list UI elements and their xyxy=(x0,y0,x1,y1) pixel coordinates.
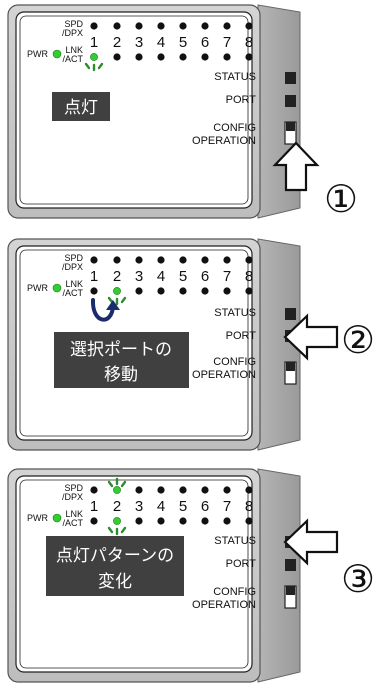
lnk-led-row xyxy=(90,287,253,295)
config-label: CONFIG xyxy=(213,122,256,134)
port-switch[interactable] xyxy=(285,95,296,107)
port-label: PORT xyxy=(226,94,257,106)
port-number: 3 xyxy=(135,34,143,51)
curved-move-arrow-icon xyxy=(90,298,115,322)
lnk-label: LNK xyxy=(65,279,83,289)
spd-label: SPD xyxy=(64,483,83,493)
port-number: 3 xyxy=(135,498,143,515)
callout-text: 点灯 xyxy=(64,98,98,118)
port-number: 2 xyxy=(113,498,121,515)
callout-box xyxy=(52,92,110,121)
pwr-led xyxy=(52,283,62,293)
port-number: 8 xyxy=(245,498,253,515)
callout-box xyxy=(46,536,184,596)
lnk-led-row xyxy=(90,53,253,61)
device-panel-2: SPD /DPX LNK /ACT PWR 1 2 3 4 5 6 7 8 xyxy=(7,238,375,451)
port-number: 7 xyxy=(223,268,231,285)
status-label: STATUS xyxy=(214,71,256,83)
status-label: STATUS xyxy=(214,307,256,319)
callout-text: 点灯パターンの xyxy=(56,546,174,566)
port-number: 1 xyxy=(90,268,98,285)
lnk-label: LNK xyxy=(65,509,83,519)
led-glow-dashes xyxy=(84,62,104,72)
port-number: 5 xyxy=(179,268,187,285)
callout-text: 変化 xyxy=(98,572,132,592)
port-number: 4 xyxy=(157,268,165,285)
status-label: STATUS xyxy=(214,535,256,547)
step-number: ② xyxy=(341,318,375,362)
spd-led-row xyxy=(90,486,253,494)
port-number: 5 xyxy=(179,34,187,51)
spd-label: SPD xyxy=(64,253,83,263)
device-side xyxy=(257,468,301,683)
spd-led-row xyxy=(90,256,253,264)
device-panel-1: SPD /DPX LNK /ACT PWR 1 2 3 4 5 6 7 8 xyxy=(7,4,358,221)
port-number: 4 xyxy=(157,34,165,51)
pwr-label: PWR xyxy=(27,513,48,523)
port-number: 1 xyxy=(90,498,98,515)
act-label: /ACT xyxy=(62,54,83,64)
port-number: 8 xyxy=(245,34,253,51)
step-number: ① xyxy=(324,177,358,221)
up-arrow-icon xyxy=(272,141,320,192)
port-number: 7 xyxy=(223,498,231,515)
operation-label: OPERATION xyxy=(192,135,256,147)
config-label: CONFIG xyxy=(213,356,256,368)
callout-text: 選択ポートの xyxy=(70,340,172,360)
port-number: 1 xyxy=(90,34,98,51)
pwr-led xyxy=(52,513,62,523)
port-number: 6 xyxy=(201,268,209,285)
status-switch[interactable] xyxy=(285,308,296,320)
port-number: 5 xyxy=(179,498,187,515)
port-label: PORT xyxy=(226,558,257,570)
pwr-label: PWR xyxy=(27,49,48,59)
spd-label: SPD xyxy=(64,19,83,29)
pwr-led xyxy=(52,49,62,59)
operation-label: OPERATION xyxy=(192,369,256,381)
step-number: ③ xyxy=(341,557,375,601)
led-glow-dashes xyxy=(107,296,127,306)
lnk-label: LNK xyxy=(65,45,83,55)
operation-label: OPERATION xyxy=(192,599,256,611)
port-number: 4 xyxy=(157,498,165,515)
device-faceplate xyxy=(15,11,253,209)
dpx-label: /DPX xyxy=(62,492,83,502)
dpx-label: /DPX xyxy=(62,262,83,272)
port-number: 6 xyxy=(201,34,209,51)
status-switch[interactable] xyxy=(285,72,296,84)
port-number: 3 xyxy=(135,268,143,285)
left-arrow-icon xyxy=(283,313,339,361)
pwr-label: PWR xyxy=(27,283,48,293)
dpx-label: /DPX xyxy=(62,28,83,38)
port-number: 2 xyxy=(113,268,121,285)
act-label: /ACT xyxy=(62,518,83,528)
port-label: PORT xyxy=(226,330,257,342)
led-glow-dashes xyxy=(107,477,127,536)
port-number: 6 xyxy=(201,498,209,515)
port-number: 2 xyxy=(113,34,121,51)
device-panel-3: SPD /DPX LNK /ACT PWR 1 2 3 4 5 6 7 8 xyxy=(7,468,375,683)
callout-box xyxy=(54,332,189,388)
left-arrow-icon xyxy=(283,518,339,566)
port-number: 8 xyxy=(245,268,253,285)
port-switch[interactable] xyxy=(285,559,296,571)
spd-led-row xyxy=(90,22,253,30)
callout-text: 移動 xyxy=(104,365,138,385)
lnk-led-row xyxy=(90,517,253,525)
port-number: 7 xyxy=(223,34,231,51)
act-label: /ACT xyxy=(62,288,83,298)
config-label: CONFIG xyxy=(213,586,256,598)
